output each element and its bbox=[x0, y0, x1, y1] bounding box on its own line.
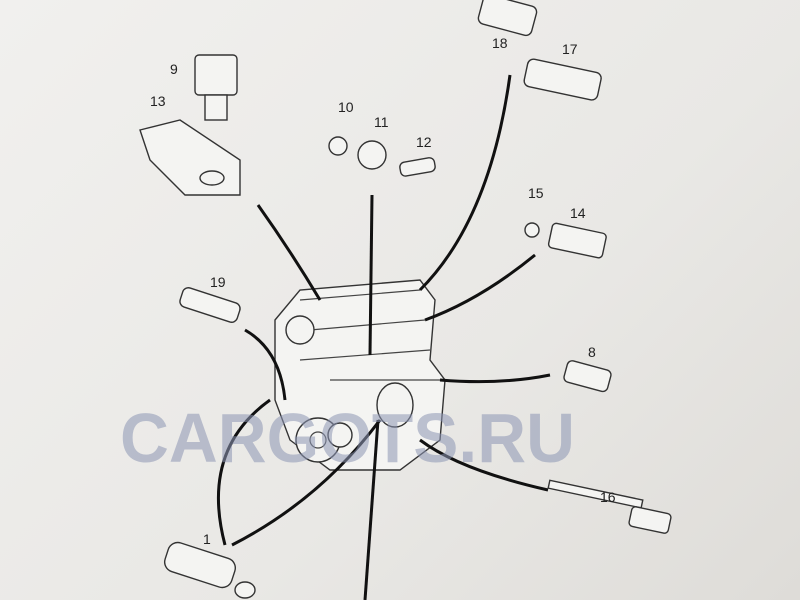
leader-lines bbox=[216, 74, 551, 600]
part-19-sensor bbox=[179, 287, 241, 323]
label-13: 13 bbox=[150, 93, 166, 109]
label-11: 11 bbox=[374, 114, 389, 130]
part-18-sensor bbox=[477, 0, 538, 37]
label-19: 19 bbox=[210, 274, 226, 290]
label-10: 10 bbox=[338, 99, 354, 115]
engine-block bbox=[274, 279, 446, 471]
label-9: 9 bbox=[170, 61, 178, 77]
part-10-11-12 bbox=[328, 136, 436, 177]
label-15: 15 bbox=[528, 185, 544, 201]
part-14-15-sensor bbox=[524, 222, 607, 259]
part-16-dipstick-sensor bbox=[547, 479, 672, 534]
part-1-sensor bbox=[163, 541, 256, 599]
part-17-sensor bbox=[523, 58, 602, 101]
label-1: 1 bbox=[203, 531, 211, 547]
label-14: 14 bbox=[570, 205, 586, 221]
label-16: 16 bbox=[600, 489, 616, 505]
part-13-sensor-bracket bbox=[139, 119, 241, 196]
label-8: 8 bbox=[588, 344, 596, 360]
watermark: CARGOTS.RU bbox=[120, 399, 575, 477]
label-12: 12 bbox=[416, 134, 432, 150]
part-9-bolt bbox=[194, 54, 238, 121]
label-18: 18 bbox=[492, 35, 508, 51]
part-8-sensor bbox=[563, 360, 612, 393]
label-17: 17 bbox=[562, 41, 578, 57]
